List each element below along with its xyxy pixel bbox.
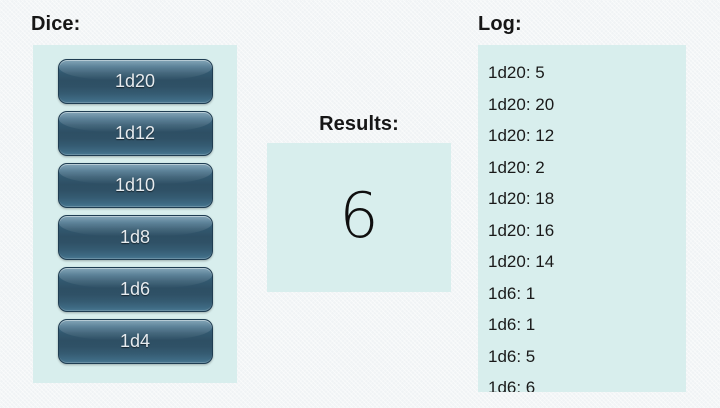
results-section-label: Results: (319, 113, 399, 135)
dice-button-1d12[interactable]: 1d12 (57, 111, 213, 156)
dice-button-1d6[interactable]: 1d6 (57, 267, 213, 312)
result-value: 6 (339, 178, 379, 252)
dice-button-label: 1d4 (119, 331, 151, 351)
dice-button-label: 1d20 (114, 71, 156, 91)
dice-button-list: 1d20 1d12 1d10 1d8 1d6 1d4 (33, 45, 237, 371)
log-entry: 1d6: 6 (488, 378, 536, 392)
log-entry: 1d6: 1 (488, 315, 536, 334)
log-entry: 1d6: 5 (488, 346, 536, 366)
dice-button-1d8[interactable]: 1d8 (57, 215, 213, 260)
dice-panel: 1d20 1d12 1d10 1d8 1d6 1d4 (33, 45, 237, 383)
dice-button-label: 1d10 (114, 175, 156, 195)
log-entry: 1d20: 12 (488, 126, 555, 145)
dice-button-1d20[interactable]: 1d20 (57, 59, 213, 104)
dice-button-label: 1d6 (119, 279, 151, 299)
dice-button-1d10[interactable]: 1d10 (57, 163, 213, 208)
log-entry-list: 1d20: 5 1d20: 20 1d20: 12 1d20: 2 1d20: 18 1d… (478, 45, 686, 392)
log-panel[interactable]: 1d20: 5 1d20: 20 1d20: 12 1d20: 2 1d20: 18 1d… (478, 45, 686, 392)
log-entry: 1d20: 16 (488, 220, 555, 240)
log-section-label: Log: (478, 13, 522, 35)
log-entry: 1d20: 18 (488, 189, 555, 208)
dice-button-1d4[interactable]: 1d4 (57, 319, 213, 364)
log-entry: 1d6: 1 (488, 283, 536, 303)
dice-section-label: Dice: (31, 13, 81, 35)
results-panel: 6 (267, 143, 451, 292)
dice-button-label: 1d8 (119, 227, 151, 247)
log-entry: 1d20: 5 (488, 63, 545, 82)
log-entry: 1d20: 20 (488, 94, 555, 114)
dice-button-label: 1d12 (114, 123, 156, 143)
log-entry: 1d20: 14 (488, 252, 555, 271)
log-entry: 1d20: 2 (488, 157, 545, 177)
